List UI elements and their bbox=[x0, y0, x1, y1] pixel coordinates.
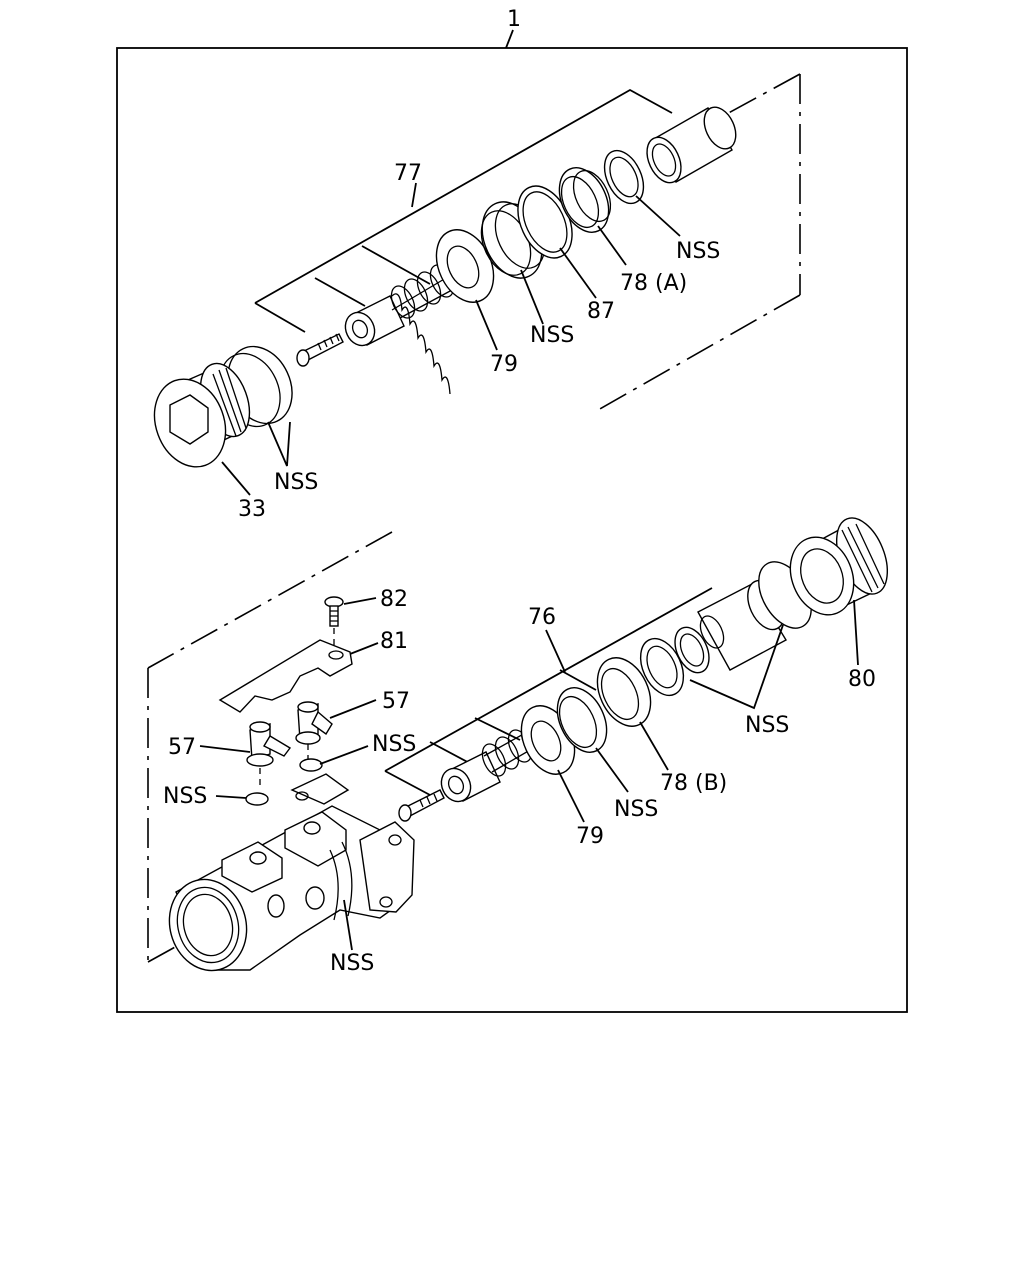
fitting-57-right bbox=[295, 701, 333, 770]
lower-bolt bbox=[398, 789, 445, 822]
assembly-frame bbox=[116, 47, 908, 1013]
lower-boundary-top bbox=[147, 531, 393, 669]
o-ring-upper-fitting bbox=[299, 758, 323, 772]
upper-bolt bbox=[296, 333, 344, 367]
leader-57-left bbox=[199, 745, 251, 753]
label-79: 79 bbox=[490, 352, 518, 377]
leader-79b bbox=[557, 769, 585, 823]
valve-body bbox=[168, 773, 415, 972]
leader-nss-d bbox=[319, 745, 369, 765]
label-57-left: 57 bbox=[168, 735, 196, 760]
label-57-right: 57 bbox=[382, 689, 410, 714]
label-80: 80 bbox=[848, 667, 876, 692]
assembly-leader bbox=[505, 29, 514, 49]
label-81: 81 bbox=[380, 629, 408, 654]
lower-seal-ring bbox=[556, 687, 608, 753]
label-77: 77 bbox=[394, 161, 422, 186]
upper-seat-78a bbox=[558, 167, 612, 233]
leader-nss-c bbox=[267, 421, 291, 467]
plug-80 bbox=[789, 517, 889, 616]
label-nss-a: NSS bbox=[676, 239, 720, 264]
leader-nss-e bbox=[215, 795, 247, 799]
leader-nss-b bbox=[520, 269, 544, 325]
label-nss-f: NSS bbox=[745, 713, 789, 738]
leader-87 bbox=[559, 247, 597, 299]
leader-81 bbox=[349, 642, 379, 655]
label-78a: 78 (A) bbox=[620, 271, 687, 296]
label-33: 33 bbox=[238, 497, 266, 522]
leader-nss-h bbox=[343, 899, 353, 951]
leader-33 bbox=[221, 461, 251, 496]
label-nss-h: NSS bbox=[330, 951, 374, 976]
leader-nss-g bbox=[595, 747, 629, 793]
label-nss-b: NSS bbox=[530, 323, 574, 348]
upper-ring-87 bbox=[517, 185, 573, 259]
leader-78b bbox=[639, 721, 669, 771]
upper-spring bbox=[390, 264, 455, 395]
leader-77 bbox=[411, 182, 417, 208]
bracket-76 bbox=[384, 587, 713, 796]
label-79b: 79 bbox=[576, 824, 604, 849]
leader-79 bbox=[475, 299, 498, 351]
lower-small-rings bbox=[639, 626, 710, 697]
fitting-57-left bbox=[246, 721, 292, 790]
assembly-number-label: 1 bbox=[507, 7, 521, 32]
label-82: 82 bbox=[380, 587, 408, 612]
leader-82 bbox=[343, 597, 377, 605]
upper-sleeve bbox=[646, 106, 737, 184]
leader-76 bbox=[545, 629, 566, 673]
leader-78a bbox=[597, 225, 627, 266]
label-nss-c: NSS bbox=[274, 470, 318, 495]
label-76: 76 bbox=[528, 605, 556, 630]
o-ring-left-fitting bbox=[245, 792, 269, 806]
upper-boundary-bottom bbox=[597, 294, 801, 411]
upper-plunger bbox=[344, 295, 405, 347]
upper-boundary-top bbox=[711, 73, 801, 123]
leader-nss-f bbox=[689, 624, 784, 710]
leader-80 bbox=[853, 599, 859, 666]
upper-valve-group: 77 NSS 78 (A) 87 NSS 79 NSS 33 bbox=[153, 73, 801, 522]
lower-seat-78b bbox=[596, 657, 652, 727]
label-nss-e: NSS bbox=[163, 784, 207, 809]
upper-washer-79 bbox=[435, 229, 495, 303]
label-nss-g: NSS bbox=[614, 797, 658, 822]
upper-small-ring bbox=[603, 149, 645, 205]
screw-82 bbox=[324, 596, 344, 660]
label-87: 87 bbox=[587, 299, 615, 324]
plate-81 bbox=[218, 639, 353, 713]
leader-57-right bbox=[329, 699, 377, 719]
label-78b: 78 (B) bbox=[660, 771, 727, 796]
bracket-77 bbox=[254, 88, 673, 333]
hex-socket bbox=[169, 394, 209, 445]
leader-nss-a bbox=[635, 195, 681, 237]
lower-plunger bbox=[440, 751, 501, 803]
upper-plug-33 bbox=[153, 362, 251, 468]
lower-boundary-bottom bbox=[147, 940, 187, 963]
lower-valve-group: 82 81 57 57 NSS NSS 76 80 NSS 78 (B) NSS… bbox=[147, 517, 889, 976]
label-nss-d: NSS bbox=[372, 732, 416, 757]
